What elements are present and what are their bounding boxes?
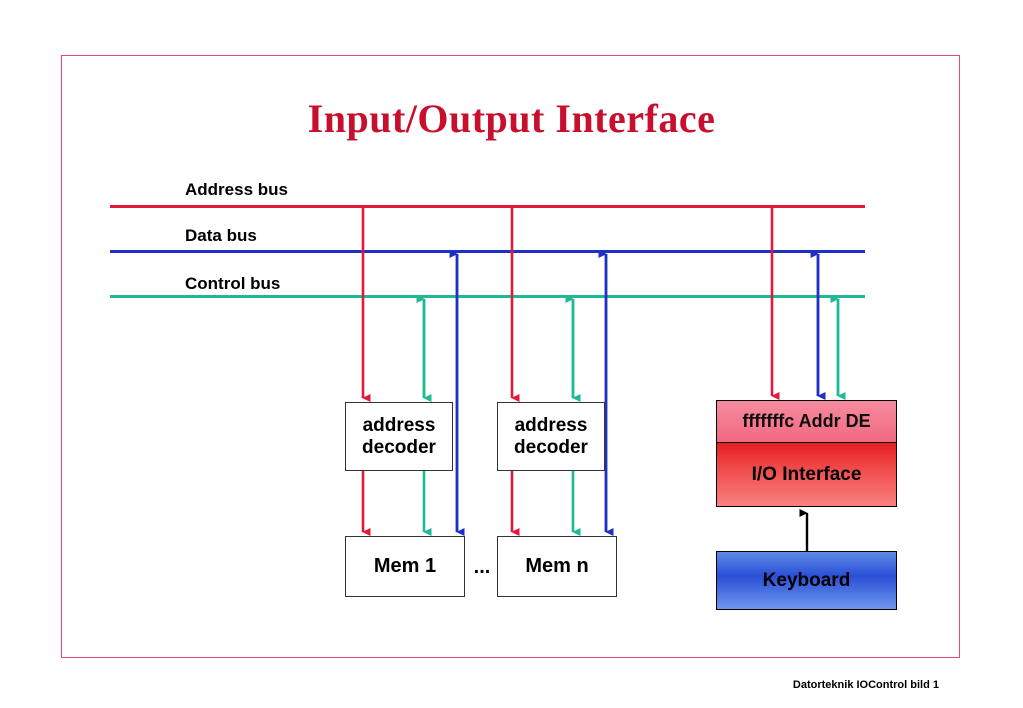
memory-box-n[interactable]: Mem n <box>497 536 617 597</box>
bus-line-control <box>110 295 865 298</box>
io-interface-label: I/O Interface <box>717 443 896 506</box>
bus-label-address: Address bus <box>185 180 288 199</box>
decoder-1-line-1: address <box>362 414 436 436</box>
decoder-2-line-2: decoder <box>514 436 588 458</box>
io-address-decode-label: fffffffc Addr DE <box>717 401 896 443</box>
keyboard-box[interactable]: Keyboard <box>716 551 897 610</box>
memory-ellipsis: ... <box>473 556 491 578</box>
address-decoder-box-1[interactable]: address decoder <box>345 402 453 471</box>
slide-frame-border <box>61 55 960 658</box>
bus-line-data <box>110 250 865 253</box>
io-interface-block[interactable]: fffffffc Addr DE I/O Interface <box>716 400 897 507</box>
memory-box-1[interactable]: Mem 1 <box>345 536 465 597</box>
bus-label-data: Data bus <box>185 226 257 245</box>
decoder-2-line-1: address <box>514 414 588 436</box>
address-decoder-box-2[interactable]: address decoder <box>497 402 605 471</box>
slide-footer: Datorteknik IOControl bild 1 <box>792 679 939 691</box>
bus-label-control: Control bus <box>185 274 281 293</box>
bus-line-address <box>110 205 865 208</box>
decoder-1-line-2: decoder <box>362 436 436 458</box>
page-title: Input/Output Interface <box>307 96 716 141</box>
